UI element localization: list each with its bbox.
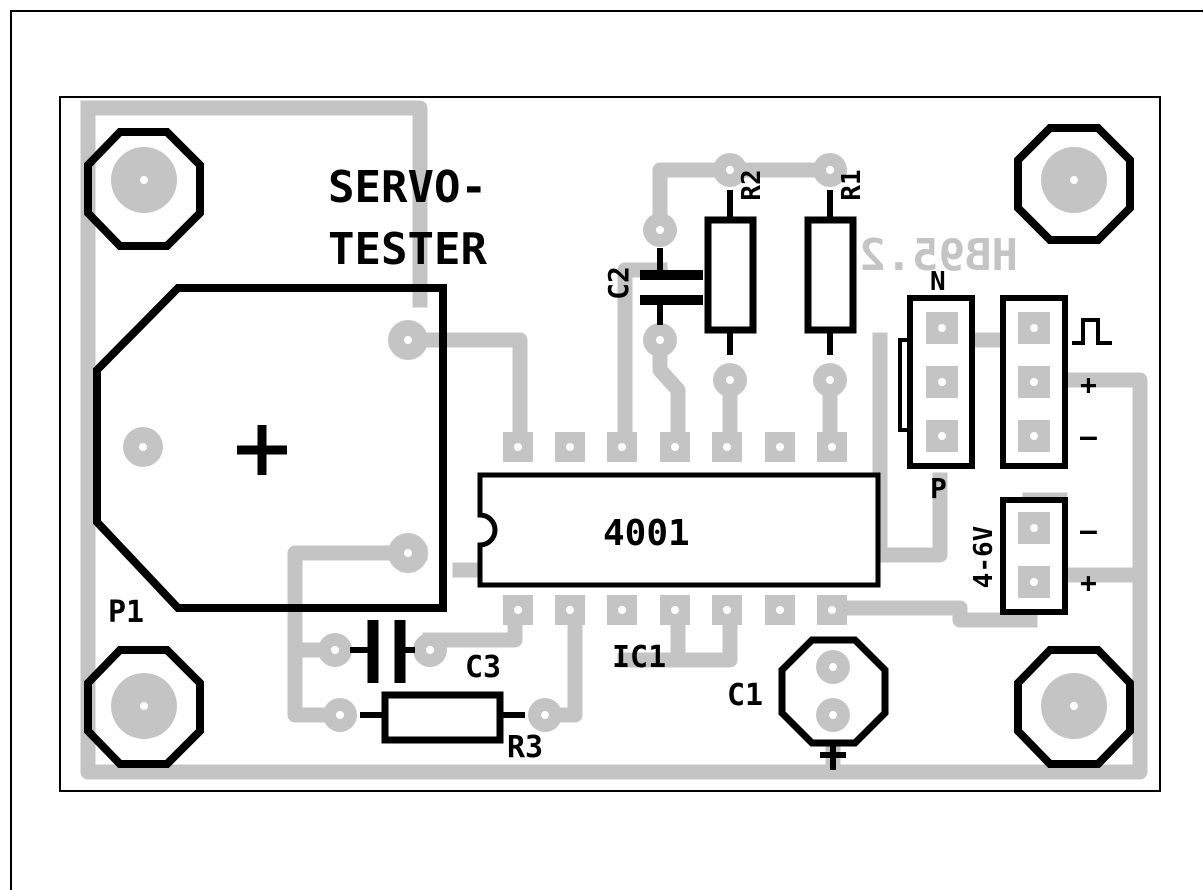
ic1-chip [477, 432, 881, 625]
label-r1: R1 [837, 169, 867, 200]
resistor-r1 [804, 153, 857, 397]
label-power-plus: + [1080, 566, 1097, 599]
ic-body-label: 4001 [603, 513, 690, 554]
pulse-waveform-icon [1072, 318, 1112, 345]
connector-power [1000, 497, 1068, 615]
label-power-minus: – [1080, 514, 1097, 547]
figure-frame [10, 10, 1203, 890]
label-p1: P1 [108, 595, 144, 630]
resistor-r2 [704, 153, 757, 397]
label-r3: R3 [507, 730, 543, 765]
label-c2: C2 [602, 266, 635, 300]
ic1-top-pads [503, 432, 847, 462]
mounting-hole-bottom-left [84, 646, 204, 768]
mounting-hole-top-right [1014, 124, 1134, 244]
board-title-line1: SERVO- [328, 162, 487, 213]
label-servo-minus: – [1080, 420, 1097, 453]
label-r2: R2 [737, 169, 767, 200]
connector-servo [1000, 295, 1112, 469]
label-supply: 4-6V [969, 526, 999, 589]
label-n: N [930, 267, 946, 297]
connector-np [898, 295, 975, 469]
ic1-bottom-pads [503, 595, 847, 625]
label-servo-plus: + [1080, 368, 1097, 401]
capacitor-c1 [778, 636, 889, 770]
mounting-hole-bottom-right [1014, 646, 1134, 768]
board-title-line2: TESTER [328, 224, 487, 275]
pcb-id-mirrored: HB95.2 [859, 230, 1018, 281]
label-p: P [930, 472, 947, 505]
resistor-r3 [323, 691, 562, 744]
label-ic1: IC1 [612, 640, 666, 675]
label-c1: C1 [727, 678, 763, 713]
capacitor-c2 [640, 213, 703, 357]
potentiometer-p1 [93, 284, 447, 612]
capacitor-c3 [318, 620, 447, 683]
mounting-hole-top-left [84, 128, 204, 250]
label-c3: C3 [465, 650, 501, 685]
p1-plus-mark [237, 425, 287, 475]
